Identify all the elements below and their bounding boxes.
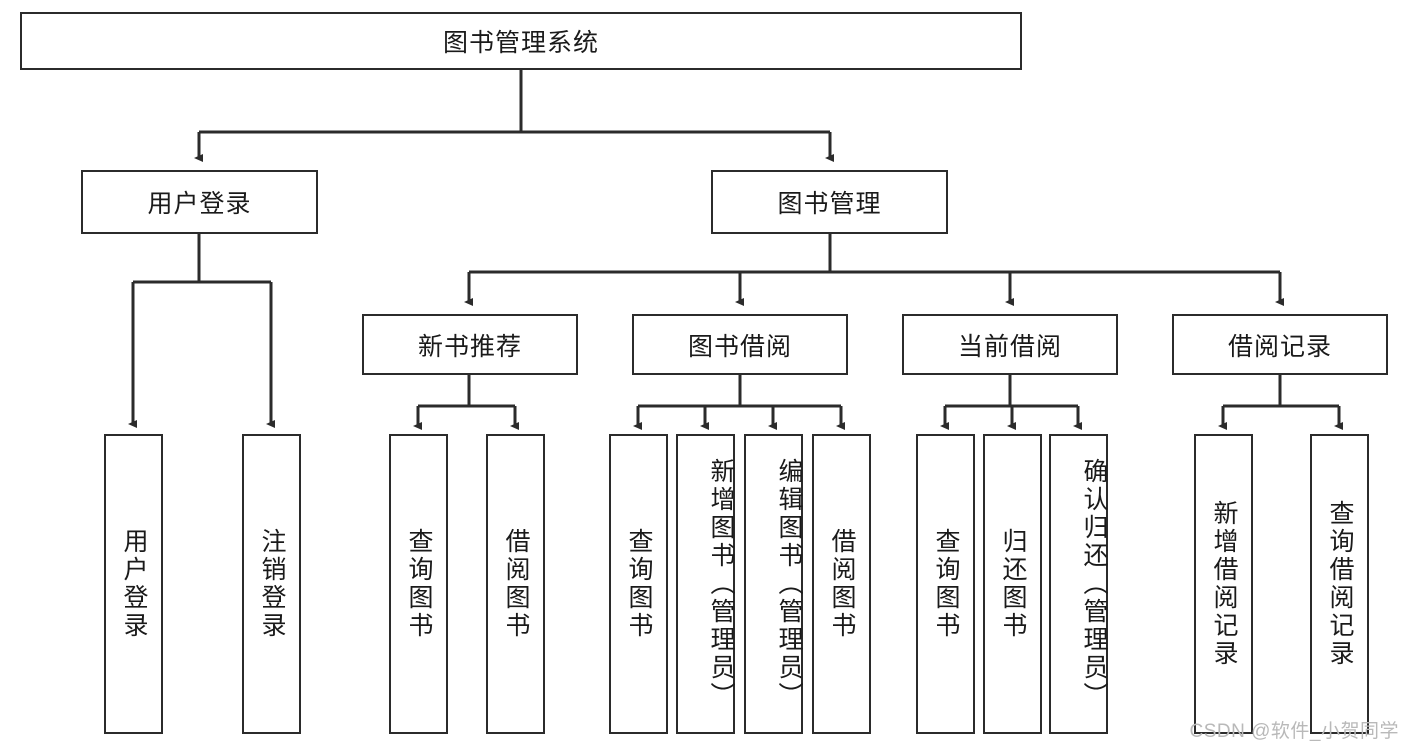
leaf-borrow-book-1[interactable]: 借阅图书 <box>486 434 545 734</box>
leaf-borrow-book-2[interactable]: 借阅图书 <box>812 434 871 734</box>
node-label: 图书借阅 <box>687 332 792 361</box>
node-label: 确认归还（管理员） <box>1080 458 1108 710</box>
node-current-borrow[interactable]: 当前借阅 <box>902 314 1118 375</box>
node-label: 当前借阅 <box>957 332 1062 361</box>
node-label: 图书管理系统 <box>442 29 599 57</box>
node-user-login[interactable]: 用户登录 <box>81 170 318 234</box>
node-label: 查询借阅记录 <box>1326 500 1354 668</box>
leaf-add-record[interactable]: 新增借阅记录 <box>1194 434 1253 734</box>
node-new-book-recommend[interactable]: 新书推荐 <box>362 314 578 375</box>
leaf-query-record[interactable]: 查询借阅记录 <box>1310 434 1369 734</box>
node-label: 借阅记录 <box>1227 332 1332 361</box>
node-label: 新增图书（管理员） <box>707 458 735 710</box>
leaf-query-book-2[interactable]: 查询图书 <box>609 434 668 734</box>
node-label: 查询图书 <box>405 528 433 640</box>
leaf-edit-book[interactable]: 编辑图书（管理员） <box>744 434 803 734</box>
leaf-add-book[interactable]: 新增图书（管理员） <box>676 434 735 734</box>
node-label: 注销登录 <box>258 528 286 640</box>
node-root[interactable]: 图书管理系统 <box>20 12 1022 70</box>
node-borrow-record[interactable]: 借阅记录 <box>1172 314 1388 375</box>
node-label: 借阅图书 <box>828 528 856 640</box>
node-label: 新书推荐 <box>417 332 522 361</box>
node-label: 借阅图书 <box>502 528 530 640</box>
watermark: CSDN @软件_小贺同学 <box>1189 721 1399 742</box>
node-label: 用户登录 <box>120 528 148 640</box>
node-book-manage[interactable]: 图书管理 <box>711 170 948 234</box>
leaf-logout-login[interactable]: 注销登录 <box>242 434 301 734</box>
node-label: 用户登录 <box>147 190 252 218</box>
leaf-user-login[interactable]: 用户登录 <box>104 434 163 734</box>
node-label: 新增借阅记录 <box>1210 500 1238 668</box>
node-label: 编辑图书（管理员） <box>775 458 803 710</box>
node-label: 查询图书 <box>625 528 653 640</box>
leaf-return-book[interactable]: 归还图书 <box>983 434 1042 734</box>
leaf-confirm-return[interactable]: 确认归还（管理员） <box>1049 434 1108 734</box>
node-label: 查询图书 <box>932 528 960 640</box>
node-book-borrow[interactable]: 图书借阅 <box>632 314 848 375</box>
node-label: 图书管理 <box>777 190 882 218</box>
node-label: 归还图书 <box>999 528 1027 640</box>
leaf-query-book-1[interactable]: 查询图书 <box>389 434 448 734</box>
leaf-query-book-3[interactable]: 查询图书 <box>916 434 975 734</box>
